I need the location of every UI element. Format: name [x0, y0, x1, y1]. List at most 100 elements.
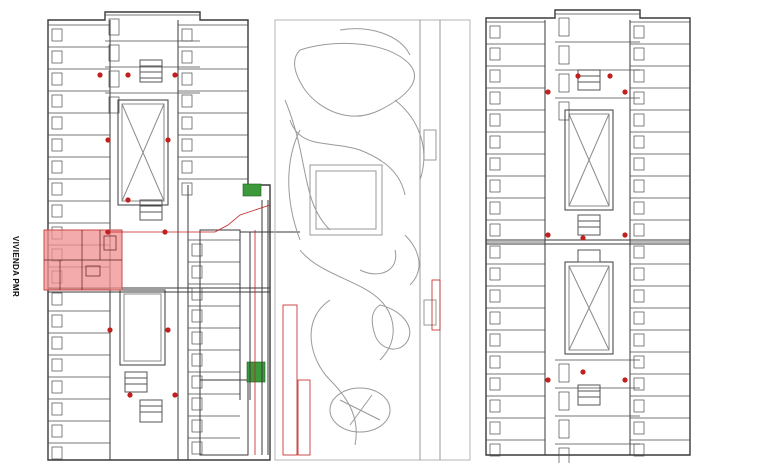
room-fixture [191, 243, 203, 257]
emergency-marker [105, 229, 111, 235]
room-fixture [489, 69, 501, 83]
room-fixture [633, 179, 645, 193]
room-fixture [191, 441, 203, 455]
room-fixture [191, 309, 203, 323]
room-fixture [51, 446, 63, 460]
room-fixture [51, 402, 63, 416]
emergency-marker [97, 72, 103, 78]
emergency-marker [545, 232, 551, 238]
access-ramps [239, 200, 300, 455]
room-fixture [51, 204, 63, 218]
room-fixture [633, 289, 645, 303]
room-fixture [51, 314, 63, 328]
room-fixture [108, 18, 120, 36]
room-fixture [191, 397, 203, 411]
emergency-marker [165, 137, 171, 143]
room-fixture [489, 47, 501, 61]
room-fixture [558, 17, 570, 37]
room-fixture [51, 424, 63, 438]
room-fixture [181, 28, 193, 42]
emergency-marker [172, 392, 178, 398]
room-fixture [191, 419, 203, 433]
room-fixture [51, 160, 63, 174]
emergency-marker [165, 327, 171, 333]
emergency-exit-markers [97, 72, 628, 398]
room-fixture [108, 70, 120, 88]
room-fixture [489, 267, 501, 281]
room-fixture [51, 380, 63, 394]
room-fixture [191, 265, 203, 279]
room-fixture [633, 245, 645, 259]
pmr-dwelling-walls [44, 230, 122, 290]
room-fixture [51, 94, 63, 108]
green-zones [242, 183, 266, 383]
room-fixture [633, 69, 645, 83]
room-fixture [633, 421, 645, 435]
room-fixture [191, 331, 203, 345]
room-fixture [181, 50, 193, 64]
room-fixture [558, 447, 570, 463]
room-fixture [489, 157, 501, 171]
room-fixture [489, 443, 501, 457]
room-fixture [633, 377, 645, 391]
room-fixture [191, 375, 203, 389]
emergency-marker [580, 369, 586, 375]
room-fixture [489, 179, 501, 193]
emergency-marker [127, 392, 133, 398]
emergency-marker [580, 235, 586, 241]
emergency-marker [545, 89, 551, 95]
room-fixture [633, 157, 645, 171]
emergency-route-ramps [105, 204, 311, 456]
room-fixture [489, 355, 501, 369]
room-fixture [633, 223, 645, 237]
room-fixture [181, 94, 193, 108]
room-fixture [489, 421, 501, 435]
room-fixture [51, 182, 63, 196]
room-fixture [633, 135, 645, 149]
emergency-marker [622, 89, 628, 95]
emergency-marker [162, 229, 168, 235]
room-fixture [181, 182, 193, 196]
room-fixture [489, 377, 501, 391]
room-fixture [108, 96, 120, 114]
garden-red-markers [431, 279, 441, 331]
emergency-marker [172, 72, 178, 78]
room-fixture [558, 363, 570, 383]
room-fixture [191, 353, 203, 367]
room-fixture [108, 44, 120, 62]
room-fixture [191, 287, 203, 301]
room-fixture [181, 116, 193, 130]
room-fixture [558, 45, 570, 65]
room-fixture [181, 72, 193, 86]
room-fixture [633, 399, 645, 413]
room-fixture [51, 116, 63, 130]
emergency-marker [622, 232, 628, 238]
room-fixture [51, 358, 63, 372]
room-fixture [633, 25, 645, 39]
room-fixture [558, 419, 570, 439]
room-fixture [181, 160, 193, 174]
room-fixture [489, 223, 501, 237]
vivienda-pmr-label: VIVIENDA PMR [11, 236, 20, 298]
room-fixture [633, 333, 645, 347]
room-fixture [51, 336, 63, 350]
room-fixture [558, 101, 570, 121]
room-fixture [633, 443, 645, 457]
central-garden [274, 19, 471, 461]
room-fixture [489, 289, 501, 303]
room-fixture [558, 391, 570, 411]
room-fixture [181, 138, 193, 152]
room-fixture [489, 113, 501, 127]
room-fixture [633, 267, 645, 281]
emergency-marker [575, 73, 581, 79]
room-fixture [489, 91, 501, 105]
room-fixture [51, 50, 63, 64]
room-fixture [633, 355, 645, 369]
room-fixture [489, 201, 501, 215]
room-fixture [51, 28, 63, 42]
emergency-marker [125, 72, 131, 78]
emergency-marker [545, 377, 551, 383]
room-fixture [489, 245, 501, 259]
room-fixture [633, 311, 645, 325]
